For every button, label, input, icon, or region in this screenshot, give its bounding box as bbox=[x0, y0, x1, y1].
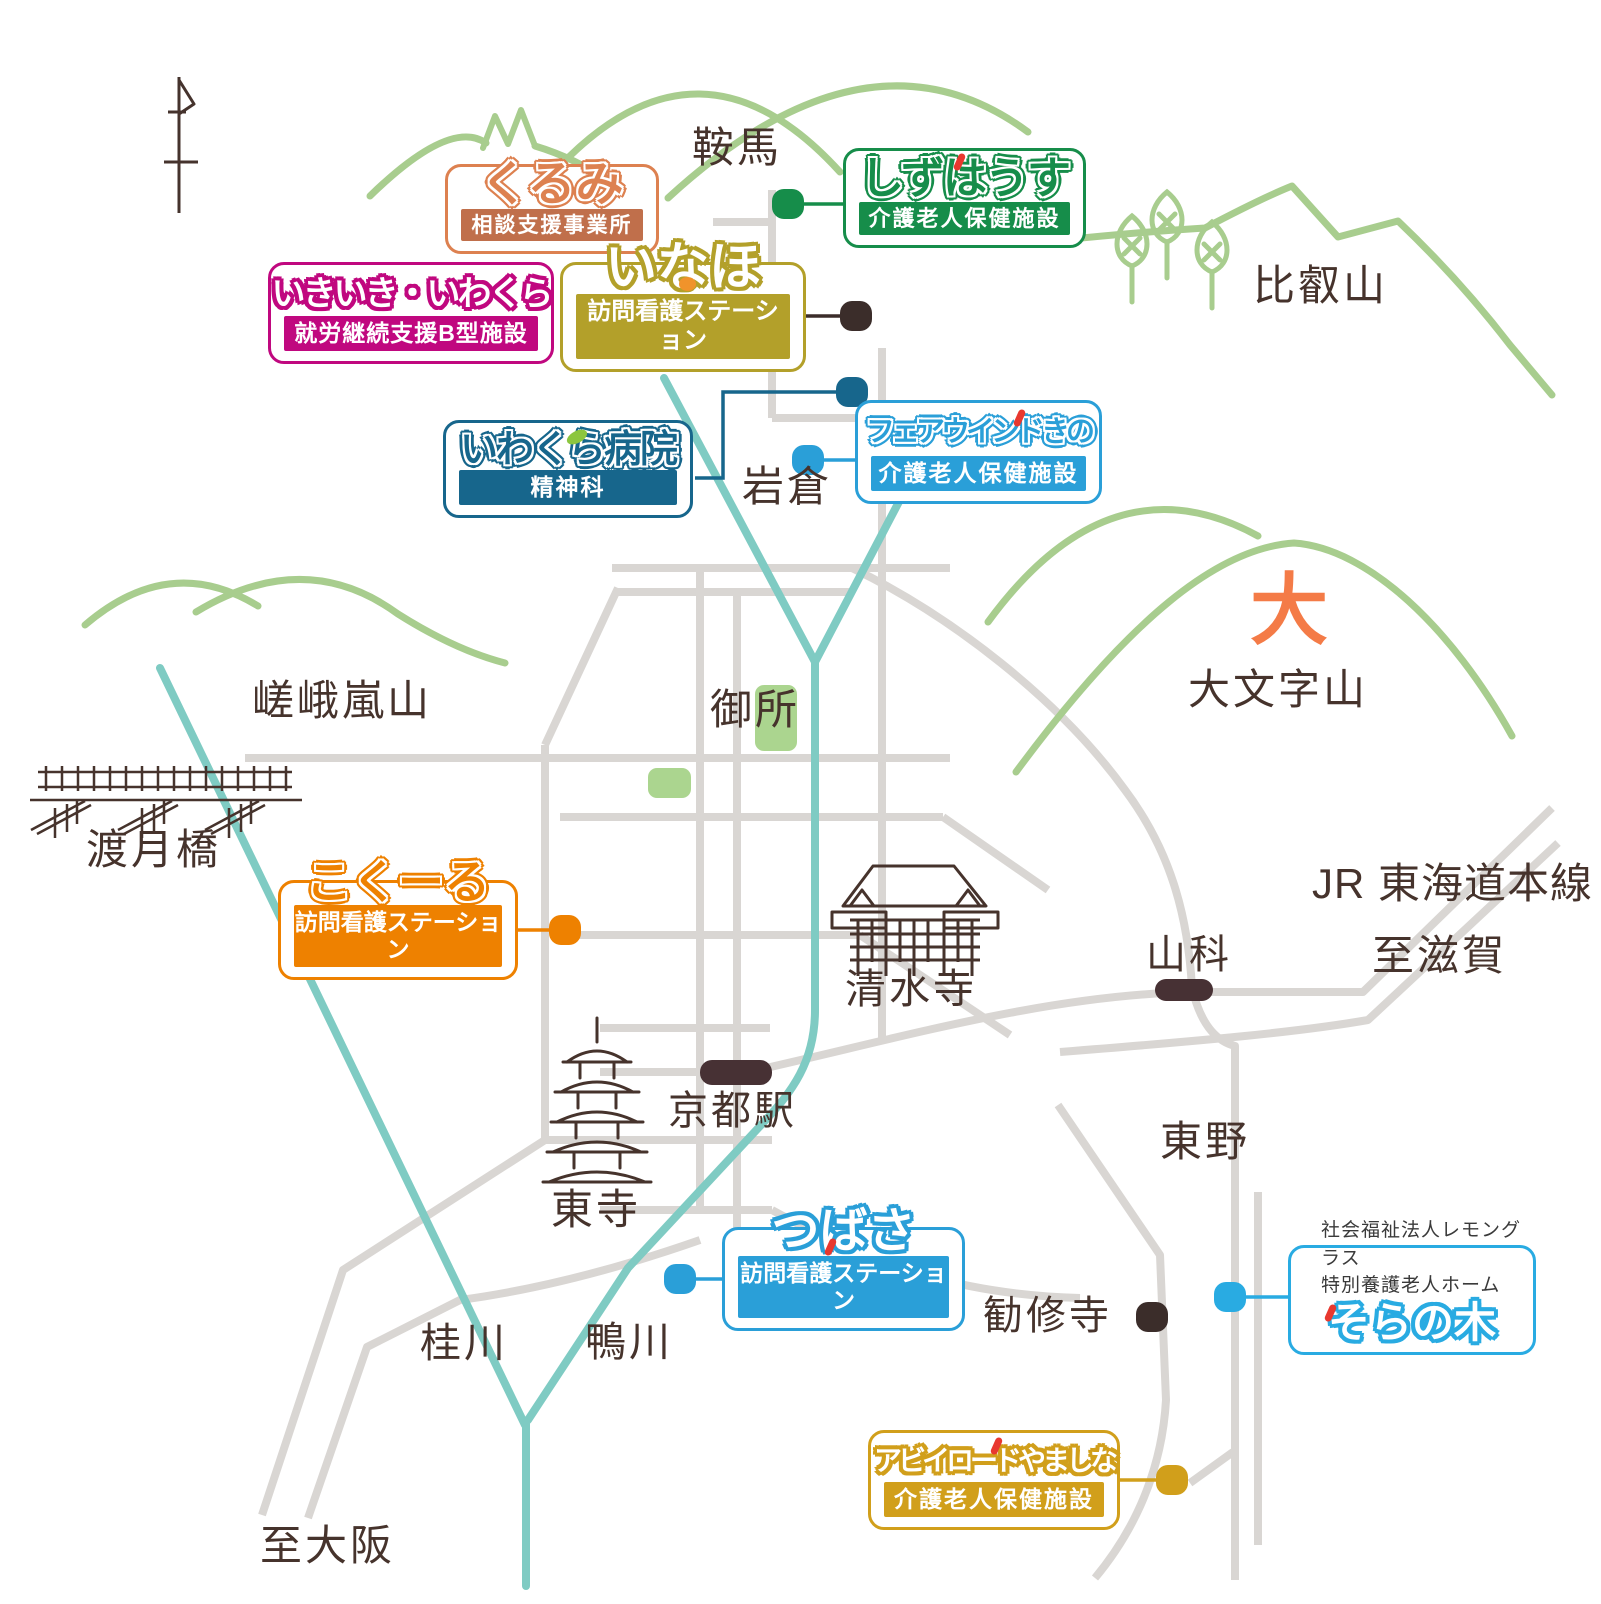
label-daimonjiyama: 大文字山 bbox=[1188, 666, 1369, 713]
fairwind-kino-dot bbox=[792, 445, 824, 475]
katsura-river-line bbox=[156, 664, 529, 1429]
label-to-osaka: 至大阪 bbox=[260, 1522, 396, 1569]
badge-tsubasa: つばさ 訪問看護ステーション bbox=[722, 1207, 965, 1331]
inaho-dot bbox=[840, 301, 872, 331]
label-jr-tokaido-line: JR 東海道本線 bbox=[1312, 860, 1594, 907]
tsubasa-dot bbox=[664, 1264, 696, 1294]
badge-fairwind-kino: フェアウインドきの 介護老人保健施設 bbox=[855, 400, 1102, 504]
badge-shizuhausu-category: 介護老人保健施設 bbox=[859, 201, 1070, 235]
badge-inaho: いなほ 訪問看護ステーション bbox=[560, 242, 806, 372]
badge-abbeyroad-yamashina: アビイロードやましな 介護老人保健施設 bbox=[868, 1430, 1120, 1530]
iwakura-hospital-dot bbox=[836, 377, 868, 407]
kyoto-station-marker bbox=[700, 1060, 772, 1085]
togetsukyo-bridge-icon bbox=[30, 766, 302, 838]
park-areas bbox=[648, 685, 797, 798]
badge-soranoki-org-line2: 特別養護老人ホーム bbox=[1321, 1275, 1501, 1297]
badge-tsubasa-category: 訪問看護ステーション bbox=[738, 1255, 949, 1318]
cocoru-dot bbox=[549, 915, 581, 945]
soranoki-dot bbox=[1214, 1282, 1246, 1312]
label-kurama: 鞍馬 bbox=[692, 124, 783, 171]
accent-dot bbox=[679, 277, 696, 291]
label-toji: 東寺 bbox=[551, 1186, 642, 1233]
label-togetsukyo: 渡月橋 bbox=[86, 826, 222, 873]
badge-soranoki-title: そらの木 bbox=[1327, 1299, 1496, 1346]
badge-inaho-category: 訪問看護ステーション bbox=[576, 294, 790, 359]
connector-lines bbox=[518, 202, 1288, 1482]
tree-icons bbox=[1114, 188, 1230, 311]
label-katsuragawa: 桂川 bbox=[420, 1320, 508, 1366]
label-to-shiga: 至滋賀 bbox=[1372, 932, 1508, 979]
shizuhausu-dot bbox=[772, 189, 804, 219]
badge-tsubasa-title: つばさ bbox=[771, 1204, 916, 1258]
badge-ikiiki-iwakura-title: いきいき・いわくら bbox=[271, 274, 554, 313]
badge-cocoru-title: こくーる bbox=[306, 855, 490, 908]
badge-kurumi-category: 相談支援事業所 bbox=[461, 208, 643, 241]
badge-shizuhausu: しずはうす 介護老人保健施設 bbox=[843, 148, 1086, 248]
kanshuji-dot bbox=[1136, 1302, 1168, 1332]
badge-abbeyroad-yamashina-category: 介護老人保健施設 bbox=[884, 1482, 1104, 1517]
label-iwakura: 岩倉 bbox=[742, 463, 833, 510]
badge-soranoki: 社会福祉法人レモングラス 特別養護老人ホーム そらの木 bbox=[1288, 1220, 1536, 1355]
label-higashino: 東野 bbox=[1160, 1118, 1251, 1165]
label-kiyomizudera: 清水寺 bbox=[845, 966, 977, 1012]
location-dots bbox=[549, 189, 1246, 1495]
badge-cocoru-category: 訪問看護ステーション bbox=[294, 904, 502, 967]
label-gosho: 御所 bbox=[710, 686, 801, 733]
kamo-river-line bbox=[524, 374, 819, 1424]
badge-cocoru: こくーる 訪問看護ステーション bbox=[278, 859, 518, 980]
toji-pagoda-icon bbox=[541, 1016, 653, 1184]
label-daimonji-dai: 大 bbox=[1250, 566, 1329, 654]
conifer-zigzag-icon bbox=[480, 107, 538, 151]
badge-kurumi-title: くるみ bbox=[480, 157, 624, 211]
yamashina-station-marker bbox=[1155, 979, 1213, 1001]
badge-ikiiki-iwakura-category: 就労継続支援B型施設 bbox=[284, 316, 538, 351]
label-kamogawa: 鴨川 bbox=[585, 1319, 673, 1365]
abbeyroad-dot bbox=[1156, 1465, 1188, 1495]
label-kyoto-station: 京都駅 bbox=[668, 1089, 797, 1133]
badge-kurumi: くるみ 相談支援事業所 bbox=[445, 157, 659, 254]
station-markers bbox=[700, 979, 1213, 1085]
north-compass-icon bbox=[164, 77, 198, 213]
badge-iwakura-hospital-category: 精神科 bbox=[459, 470, 677, 505]
kiyomizudera-icon bbox=[830, 864, 1000, 976]
badge-soranoki-org-line1: 社会福祉法人レモングラス bbox=[1321, 1220, 1522, 1269]
badge-shizuhausu-title: しずはうす bbox=[859, 154, 1071, 204]
label-kanshuji: 勧修寺 bbox=[983, 1294, 1112, 1338]
badge-ikiiki-iwakura: いきいき・いわくら 就労継続支援B型施設 bbox=[268, 262, 554, 364]
rivers bbox=[156, 374, 950, 1590]
badge-fairwind-kino-title: フェアウインドきの bbox=[866, 416, 1095, 449]
badge-iwakura-hospital: いわくら病院 精神科 bbox=[443, 420, 693, 518]
label-yamashina: 山科 bbox=[1146, 933, 1232, 977]
label-hieizan: 比叡山 bbox=[1253, 262, 1389, 309]
label-saga-arashiyama: 嵯峨嵐山 bbox=[252, 677, 433, 724]
mountain-ridges bbox=[81, 82, 1556, 776]
badge-fairwind-kino-category: 介護老人保健施設 bbox=[871, 456, 1086, 491]
badge-soranoki-org: 社会福祉法人レモングラス 特別養護老人ホーム bbox=[1321, 1217, 1525, 1300]
